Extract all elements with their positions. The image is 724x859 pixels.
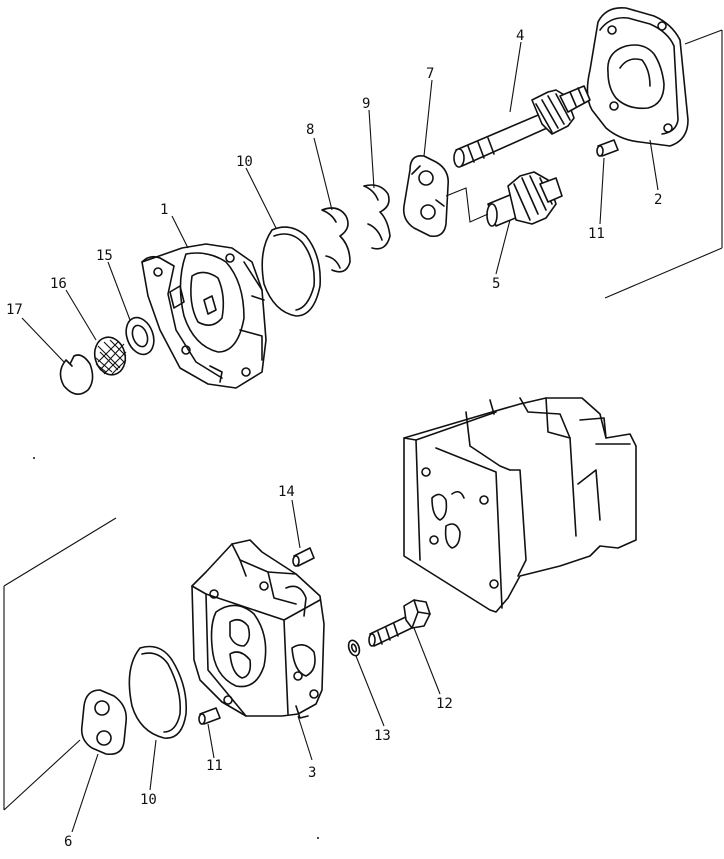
callout-5: 5 [492,276,500,292]
callout-6: 6 [64,834,72,850]
assembly-bracket-top [604,29,723,299]
callout-8: 8 [306,122,314,138]
callout-7: 7 [426,66,434,82]
callout-15: 15 [96,248,113,264]
part-front-housing [141,243,267,389]
part-dowel-pin-top [596,139,619,157]
callout-3: 3 [308,765,316,781]
part-oil-seal [93,336,127,376]
part-backup-ring [363,184,391,250]
callout-13: 13 [374,728,391,744]
callout-17: 17 [6,302,23,318]
leader-lines [21,41,659,833]
callout-10-top: 10 [236,154,253,170]
assembly-connector-line [445,187,489,223]
callout-10-bottom: 10 [140,792,157,808]
part-bolt [368,599,431,647]
callout-16: 16 [50,276,67,292]
part-dowel-pin-upper [292,547,315,567]
speck-mark [317,837,319,839]
speck-mark [33,457,35,459]
part-dowel-pin-bottom [198,707,221,725]
part-bushing-plate [402,154,450,238]
part-o-ring-bottom [128,645,188,739]
part-bushing-plate-bottom [80,689,128,756]
assembly-bracket-bottom [3,517,117,811]
callout-9: 9 [362,96,370,112]
callout-1: 1 [160,202,168,218]
part-seal-ring [321,207,351,273]
part-snap-ring [59,354,94,395]
callout-11-bottom: 11 [206,758,223,774]
callout-labels: 1 2 3 4 5 6 7 8 9 10 10 11 11 12 13 14 1… [6,28,662,850]
part-washer [125,316,155,356]
part-drive-shaft [453,85,591,168]
part-pump-body-assembly [403,397,637,613]
callout-4: 4 [516,28,524,44]
part-rear-housing [191,539,325,719]
callout-2: 2 [654,192,662,208]
part-rear-cover [586,6,689,147]
part-driven-gear [486,171,563,227]
callout-14: 14 [278,484,295,500]
part-o-ring-top [261,226,322,317]
part-lock-washer [347,639,361,657]
callout-11-top: 11 [588,226,605,242]
callout-12: 12 [436,696,453,712]
